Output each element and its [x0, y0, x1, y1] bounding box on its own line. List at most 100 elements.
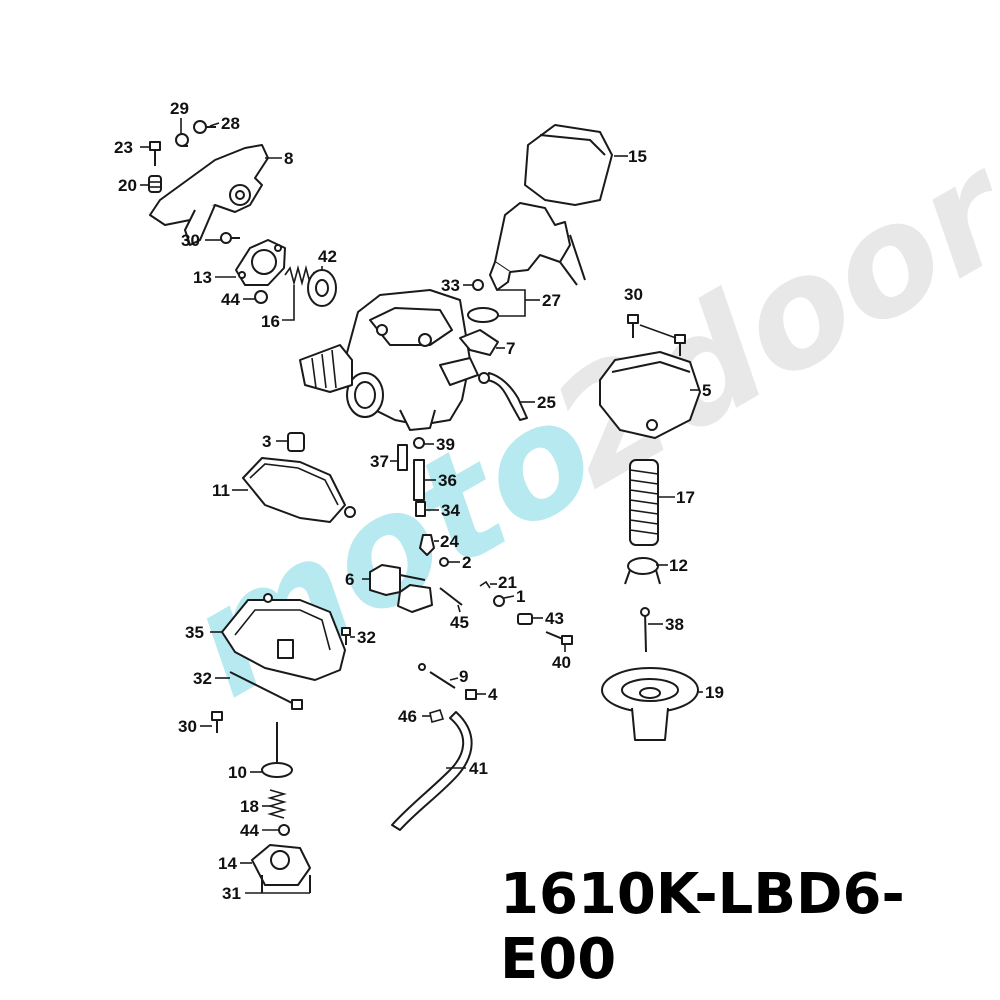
callout-2: 2 [462, 553, 471, 572]
part-cap-15 [524, 124, 613, 206]
part-hose-25 [478, 372, 528, 421]
callout-12: 12 [669, 556, 688, 575]
part-screw-31 [261, 875, 311, 893]
callout-18: 18 [240, 797, 259, 816]
callout-29: 29 [170, 99, 189, 118]
callout-9: 9 [459, 667, 468, 686]
part-clamp-46 [429, 709, 445, 723]
callout-44-bottom: 44 [240, 821, 259, 840]
part-plug-3 [287, 432, 305, 452]
callout-46: 46 [398, 707, 417, 726]
callout-3: 3 [262, 432, 271, 451]
callout-44-top: 44 [221, 290, 240, 309]
callout-34: 34 [441, 501, 460, 520]
callout-19: 19 [705, 683, 724, 702]
part-valve-24 [419, 534, 435, 556]
part-screw-32a [229, 671, 303, 710]
callout-36: 36 [438, 471, 457, 490]
part-clip-2 [439, 557, 449, 567]
part-oring-27 [467, 307, 499, 323]
callout-30-top: 30 [181, 231, 200, 250]
callout-17: 17 [676, 488, 695, 507]
callout-40: 40 [552, 653, 571, 672]
callout-30-right: 30 [624, 285, 643, 304]
callout-31: 31 [222, 884, 241, 903]
part-throttle-bracket [149, 144, 269, 246]
callout-45: 45 [450, 613, 469, 632]
part-jet-34 [415, 501, 426, 517]
part-pin-45 [439, 587, 463, 606]
callout-21: 21 [498, 573, 517, 592]
part-needle-10 [261, 722, 293, 778]
callout-27: 27 [542, 291, 561, 310]
callout-30-bottom: 30 [178, 717, 197, 736]
part-carburetor-body [299, 289, 479, 431]
part-spring-17 [629, 459, 659, 546]
callout-4: 4 [488, 685, 498, 704]
leader-lines [140, 118, 703, 894]
callout-8: 8 [284, 149, 293, 168]
part-jet-39 [413, 437, 425, 449]
part-hose-41 [391, 711, 473, 831]
part-jet-37 [397, 444, 408, 471]
callout-6: 6 [345, 570, 354, 589]
callout-32-left: 32 [193, 669, 212, 688]
callout-38: 38 [665, 615, 684, 634]
callout-42: 42 [318, 247, 337, 266]
part-top-cover-5 [599, 351, 701, 439]
part-screw-33 [472, 279, 484, 291]
part-screw-29 [175, 133, 189, 147]
callout-25: 25 [537, 393, 556, 412]
part-oring-44b [278, 824, 290, 836]
part-gasket-7 [459, 329, 499, 356]
part-cover-13 [235, 239, 286, 286]
callout-20: 20 [118, 176, 137, 195]
callout-39: 39 [436, 435, 455, 454]
callout-24: 24 [440, 532, 459, 551]
part-screw-4 [465, 689, 477, 700]
part-diaphragm-19 [601, 667, 699, 741]
part-gasket-11 [242, 457, 356, 523]
callout-13: 13 [193, 268, 212, 287]
part-float-bowl-35 [221, 593, 346, 681]
part-spring-20 [148, 175, 162, 193]
callout-35: 35 [185, 623, 204, 642]
callout-23: 23 [114, 138, 133, 157]
part-screw-1 [493, 595, 505, 607]
part-jet-36 [413, 459, 425, 501]
callout-33: 33 [441, 276, 460, 295]
part-diaphragm-42 [307, 269, 337, 307]
callout-labels: 23 29 28 8 20 30 42 13 44 16 15 33 27 30… [114, 99, 724, 903]
part-screw-30b [627, 314, 639, 338]
callout-5: 5 [702, 381, 711, 400]
part-screw-30b-2 [674, 334, 686, 356]
callout-10: 10 [228, 763, 247, 782]
part-spring-18 [267, 789, 287, 819]
callout-16: 16 [261, 312, 280, 331]
part-float-6 [369, 564, 433, 613]
part-screw-9 [418, 663, 456, 689]
part-screw-40 [545, 631, 573, 645]
callout-32-right: 32 [357, 628, 376, 647]
part-screw-32b [341, 627, 351, 645]
part-screw-28 [193, 120, 216, 134]
part-number-title: 1610K-LBD6-E00 [500, 862, 905, 992]
part-needle-38 [640, 607, 650, 653]
part-screw-23 [149, 141, 161, 166]
part-oring-44a [254, 290, 268, 304]
part-screw-43 [517, 613, 533, 625]
callout-41: 41 [469, 759, 488, 778]
callout-14: 14 [218, 854, 237, 873]
part-solenoid-27 [489, 202, 586, 291]
part-screw-30c [211, 711, 223, 733]
callout-7: 7 [506, 339, 515, 358]
part-clip-21 [479, 580, 491, 589]
part-retainer-12 [624, 557, 661, 585]
callout-37: 37 [370, 452, 389, 471]
callout-43: 43 [545, 609, 564, 628]
callout-15: 15 [628, 147, 647, 166]
part-cover-14 [251, 844, 311, 886]
callout-11: 11 [212, 481, 230, 500]
part-screw-30a [220, 232, 240, 244]
